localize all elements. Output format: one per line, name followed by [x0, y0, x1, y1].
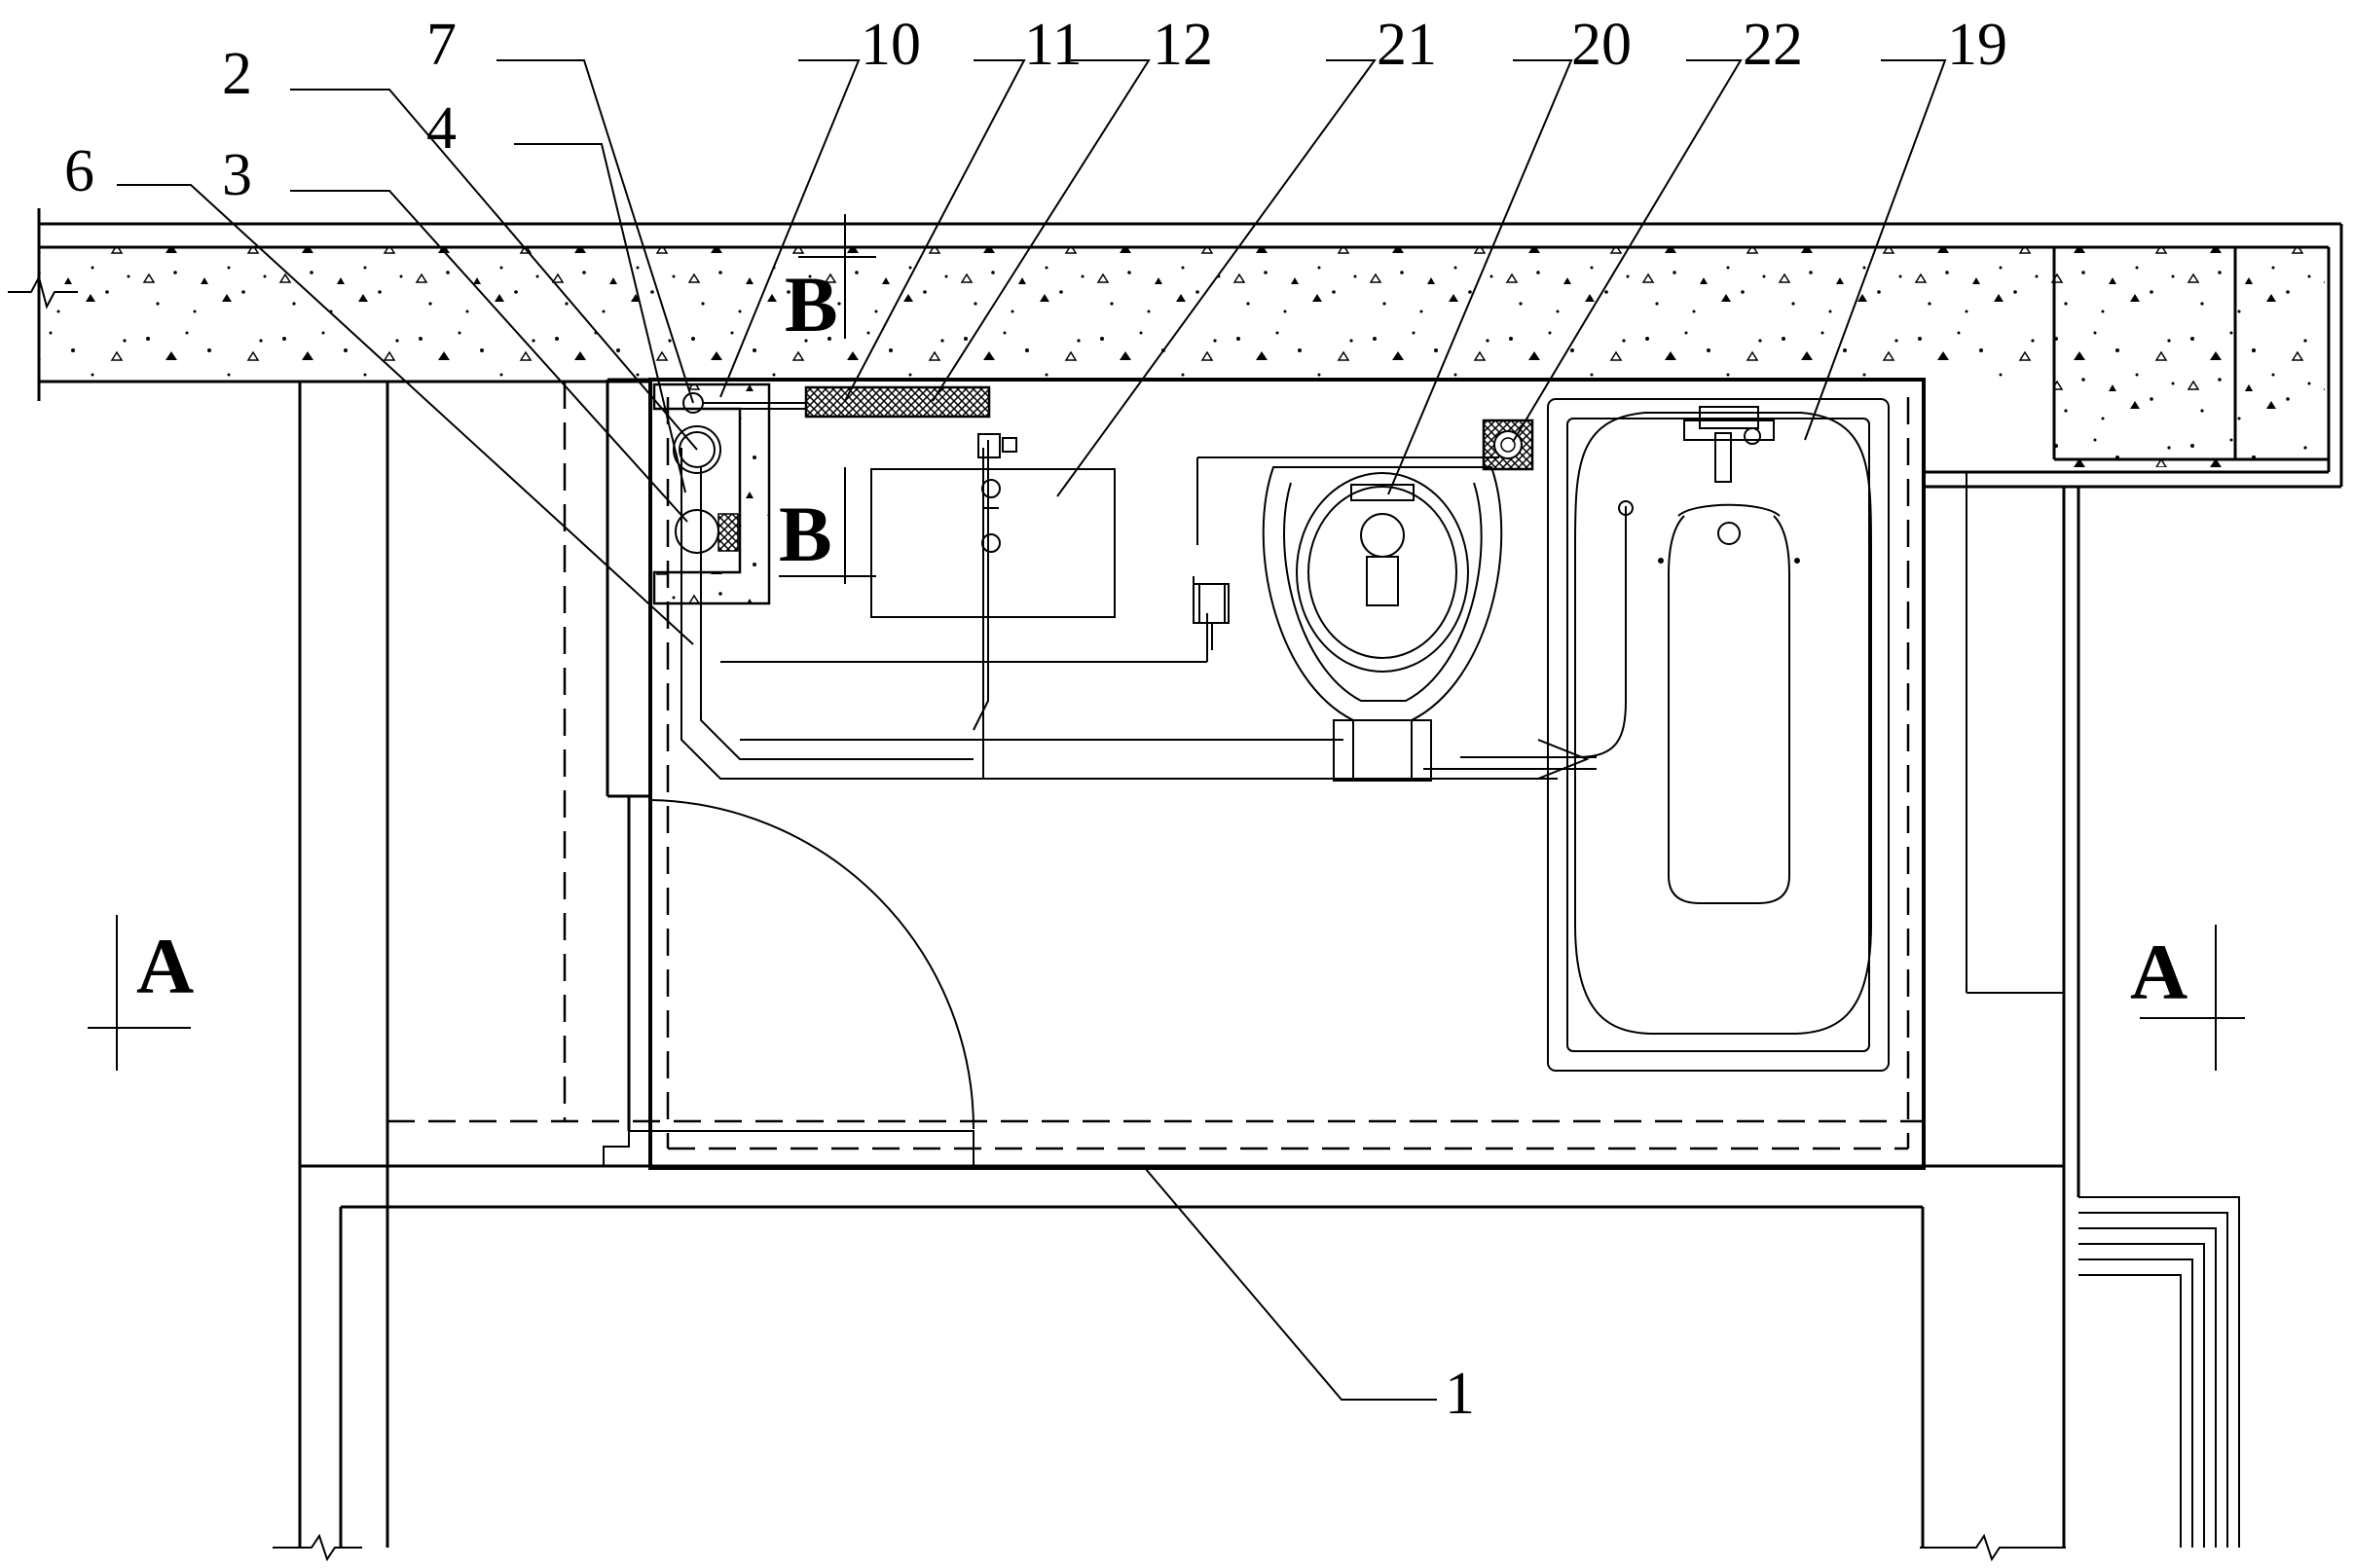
callout-20: 20	[1571, 12, 1632, 78]
callout-3: 3	[222, 142, 252, 208]
callout-10: 10	[861, 12, 921, 78]
callout-22: 22	[1743, 12, 1803, 78]
section-marker-b-top: B	[785, 214, 876, 348]
concrete-wall	[8, 208, 2343, 489]
section-label-a-left: A	[136, 922, 194, 1010]
callout-labels: 7 2 4 6 3 10 11 12 21 20 22 19 1	[64, 12, 2007, 1427]
callout-11: 11	[1024, 12, 1083, 78]
section-label-a-right: A	[2130, 928, 2188, 1016]
floor-drain	[1482, 419, 1534, 471]
callout-2: 2	[222, 41, 252, 107]
door	[648, 799, 974, 1130]
section-marker-b-bottom: B	[779, 467, 876, 584]
callout-4: 4	[426, 95, 457, 162]
callout-1: 1	[1445, 1361, 1475, 1427]
callout-7: 7	[426, 12, 457, 78]
callout-6: 6	[64, 138, 94, 204]
section-marker-a-right: A	[2130, 925, 2245, 1071]
wall-fitting-strip	[804, 385, 991, 419]
building-walls	[273, 382, 2240, 1562]
section-label-b-top: B	[785, 260, 838, 348]
water-supply-lines	[1193, 500, 1634, 780]
section-label-b-bottom: B	[779, 490, 832, 578]
callout-leaders	[117, 59, 1947, 1401]
wash-basin	[870, 433, 1116, 731]
pipe-shaft	[652, 383, 806, 605]
callout-19: 19	[1947, 12, 2007, 78]
bathroom-room	[387, 378, 1926, 1170]
section-marker-a-left: A	[88, 915, 194, 1071]
callout-12: 12	[1153, 12, 1213, 78]
callout-21: 21	[1377, 12, 1437, 78]
bathtub	[1547, 398, 1890, 1072]
toilet	[1262, 466, 1503, 782]
